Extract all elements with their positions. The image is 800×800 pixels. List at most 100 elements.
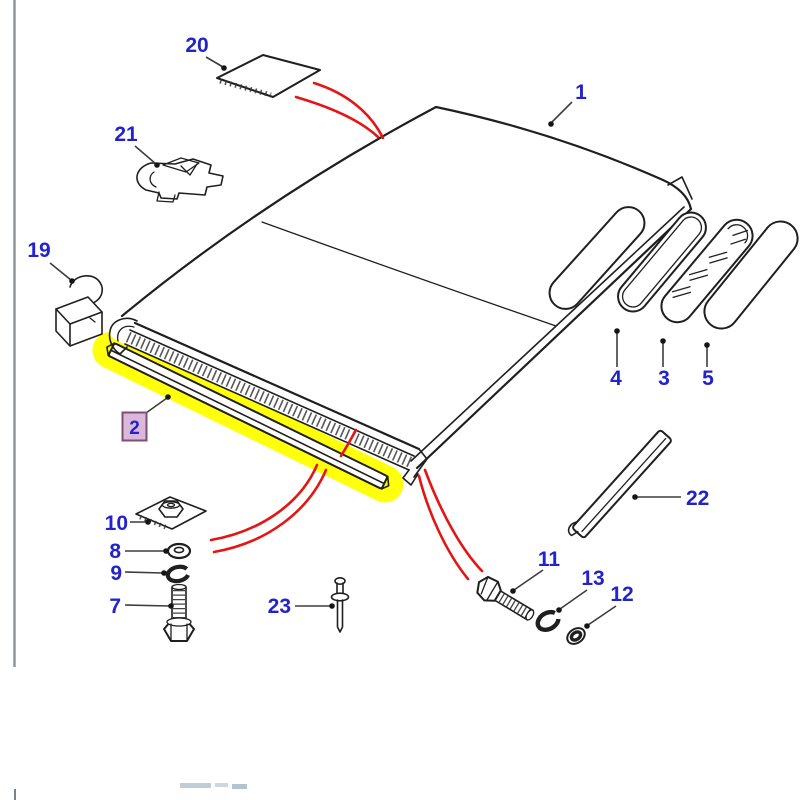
red-indicator-lines xyxy=(209,81,484,581)
cropped-text-marks xyxy=(180,783,247,789)
washer-part-8 xyxy=(166,542,192,560)
callout-5[interactable]: 5 xyxy=(702,367,714,390)
callout-12[interactable]: 12 xyxy=(610,583,633,606)
bracket-part-19 xyxy=(55,275,104,347)
bolt7-shank-top xyxy=(171,583,187,591)
clip-fold xyxy=(149,171,157,188)
red-curve-strip-b xyxy=(212,468,328,554)
callout-3[interactable]: 3 xyxy=(658,367,670,390)
bracket-hook xyxy=(69,275,104,307)
seal-inner xyxy=(621,216,703,308)
callout-10[interactable]: 10 xyxy=(105,512,128,535)
rivet-part-23 xyxy=(330,576,350,633)
bolt-part-7 xyxy=(163,583,195,642)
callout-4[interactable]: 4 xyxy=(610,367,622,390)
channel-end-profile xyxy=(567,520,579,537)
bolt11-head-facets xyxy=(480,576,499,601)
lockwasher9-ring xyxy=(165,564,190,584)
panel-window-cutout xyxy=(548,206,646,310)
callout-20[interactable]: 20 xyxy=(185,34,208,57)
cutout-outline xyxy=(548,206,646,310)
washer12-ring xyxy=(569,630,583,642)
panel-right-hem-line xyxy=(410,206,685,462)
front-hem-bottom-line xyxy=(124,343,410,471)
clip-part-21 xyxy=(136,157,224,203)
seal-part-4 xyxy=(617,211,707,313)
clip-notch xyxy=(180,163,198,176)
callout-labels: 1 20 21 19 2 10 8 9 7 23 11 13 12 22 4 3… xyxy=(27,34,714,618)
red-curve-pad-b xyxy=(294,95,380,139)
red-curve-strip-a xyxy=(209,463,319,542)
rivet-neck xyxy=(336,582,344,595)
pad-outline xyxy=(216,54,321,98)
red-curve-pad-a xyxy=(312,81,385,140)
panel-face-fill xyxy=(109,107,691,470)
rivet-flange xyxy=(330,592,350,602)
glass-shine-hatching xyxy=(671,229,749,299)
bolt-part-11 xyxy=(476,575,535,621)
callout-8[interactable]: 8 xyxy=(109,540,121,563)
washer8-outer xyxy=(166,542,192,560)
front-left-corner-inner xyxy=(117,325,135,342)
pad-edge-hatching xyxy=(219,78,272,98)
bolt11-threads xyxy=(498,593,532,619)
pad-part-20 xyxy=(216,54,321,98)
roof-panel-part-1 xyxy=(108,105,693,486)
strip-edge-line xyxy=(110,349,385,485)
highlighted-strip-part-2 xyxy=(92,331,404,503)
clip-flap xyxy=(162,157,200,173)
panel-right-corner-fold xyxy=(667,176,693,200)
callout-21[interactable]: 21 xyxy=(114,123,138,146)
bracket-detail xyxy=(89,317,96,323)
leader-lines xyxy=(49,56,710,629)
callout-19[interactable]: 19 xyxy=(27,239,50,262)
channel-edge-line xyxy=(581,437,667,533)
callout-22[interactable]: 22 xyxy=(686,487,709,510)
front-right-corner-fold xyxy=(402,448,428,486)
trim-part-5 xyxy=(703,220,799,330)
text-smudge xyxy=(215,783,228,787)
panel-crease-line xyxy=(261,221,557,327)
glass-outline xyxy=(660,218,754,324)
red-curve-corner-b xyxy=(423,468,484,573)
panel-right-edge xyxy=(415,207,693,470)
red-curve-corner-a xyxy=(417,474,470,581)
callout-2[interactable]: 2 xyxy=(129,418,140,439)
jnut-part-10 xyxy=(135,496,207,531)
channel-body xyxy=(572,429,672,539)
callout-1[interactable]: 1 xyxy=(575,81,587,104)
callout-23[interactable]: 23 xyxy=(268,595,291,618)
rivet-shaft xyxy=(336,599,344,633)
red-mark-strip xyxy=(339,428,358,458)
clip-body xyxy=(136,158,224,200)
jnut-hole xyxy=(166,502,176,508)
callout-11[interactable]: 11 xyxy=(538,548,561,571)
seal-outer xyxy=(617,211,707,313)
callout-13[interactable]: 13 xyxy=(581,567,604,590)
clip-tab xyxy=(156,191,176,203)
jnut-top-face xyxy=(161,501,181,509)
strip-body xyxy=(107,342,389,490)
channel-part-22 xyxy=(567,429,672,539)
panel-top-left-edge xyxy=(120,105,438,318)
text-smudge xyxy=(180,783,211,788)
bolt7-head-top xyxy=(166,617,192,627)
callout-2-box[interactable] xyxy=(121,411,148,442)
bolt11-tip xyxy=(525,609,535,621)
washer-part-12 xyxy=(566,627,586,645)
callout-7[interactable]: 7 xyxy=(109,595,121,618)
bolt7-head-facets xyxy=(170,623,188,641)
callout-9[interactable]: 9 xyxy=(110,562,122,585)
bracket-sides xyxy=(55,308,103,347)
glass-part-3 xyxy=(660,218,754,324)
washer8-hole xyxy=(173,546,185,554)
front-edge-line xyxy=(133,321,421,451)
text-smudge xyxy=(232,784,247,789)
bolt11-head xyxy=(476,575,502,602)
callout-2-highlighted[interactable]: 2 xyxy=(121,411,148,442)
front-left-corner-cap xyxy=(108,317,138,355)
trim-outline xyxy=(703,220,799,330)
glass-edge-arc xyxy=(727,224,749,244)
